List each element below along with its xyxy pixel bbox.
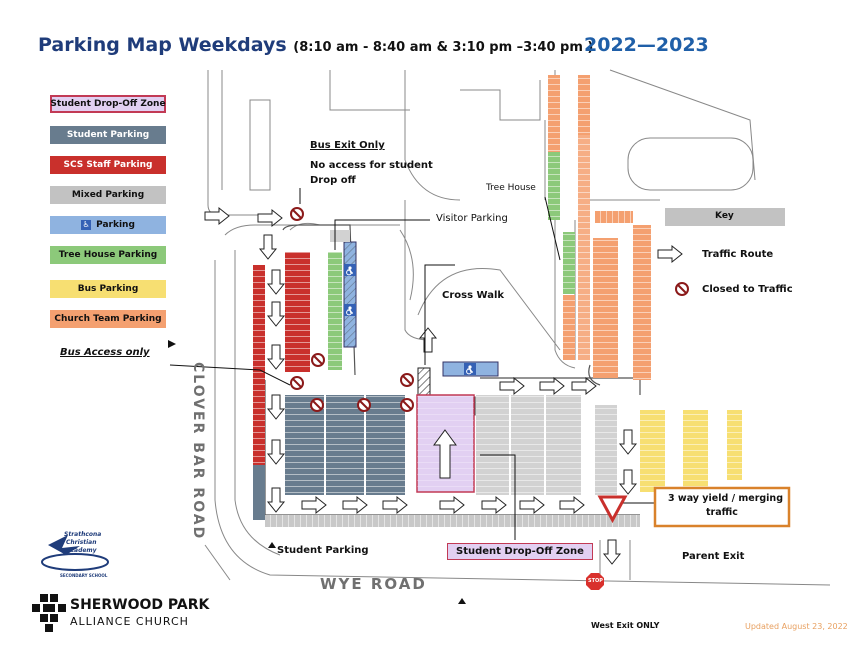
clover-bar-road-label: CLOVER BAR ROAD bbox=[190, 362, 206, 541]
arrow-icon bbox=[257, 209, 283, 227]
crosswalk-label: Cross Walk bbox=[442, 290, 505, 301]
closed-label: Closed to Traffic bbox=[702, 284, 793, 295]
accessible-icon bbox=[343, 263, 357, 277]
accessible-icon bbox=[463, 362, 477, 376]
scs-logo-text-2: Christian bbox=[66, 539, 97, 546]
no-entry-icon bbox=[311, 353, 325, 367]
school-year: 2022—2023 bbox=[584, 34, 709, 56]
no-access-label-2: Drop off bbox=[310, 175, 356, 186]
callout-lines bbox=[169, 188, 655, 540]
scs-logo bbox=[41, 535, 109, 571]
wye-road-label: WYE ROAD bbox=[320, 575, 427, 593]
arrow-icon bbox=[259, 234, 277, 260]
no-entry-icon bbox=[357, 398, 371, 412]
triangle-marker bbox=[268, 542, 276, 548]
arrow-icon bbox=[559, 496, 585, 514]
stop-sign-label: STOP bbox=[588, 578, 603, 584]
no-entry-icon bbox=[310, 398, 324, 412]
arrow-icon bbox=[519, 496, 545, 514]
yield-icon bbox=[597, 495, 628, 524]
arrow-icon bbox=[301, 496, 327, 514]
bus-exit-label: Bus Exit Only bbox=[310, 140, 385, 151]
bus-access-label: Bus Access only bbox=[60, 347, 150, 358]
scs-logo-text-4: SECONDARY SCHOOL bbox=[60, 573, 108, 578]
dove-icon bbox=[48, 535, 80, 555]
crosswalk-marking bbox=[417, 367, 431, 397]
student-parking-west bbox=[253, 465, 265, 520]
no-access-label-1: No access for student bbox=[310, 160, 433, 171]
yield-callout-box bbox=[653, 486, 791, 528]
yield-label-2: traffic bbox=[706, 507, 738, 518]
arrow-icon bbox=[267, 394, 285, 420]
arrow-icon bbox=[619, 429, 637, 455]
legend-accessible: ♿ Parking bbox=[50, 216, 166, 234]
arrow-icon bbox=[267, 344, 285, 370]
stop-icon bbox=[586, 573, 604, 590]
legend-mixed: Mixed Parking bbox=[50, 186, 166, 204]
visitor-parking-label: Visitor Parking bbox=[436, 213, 508, 224]
legend-dropoff: Student Drop-Off Zone bbox=[50, 95, 166, 113]
mixed-parking-top bbox=[330, 230, 350, 242]
church-logo bbox=[32, 594, 66, 632]
arrow-icon bbox=[267, 269, 285, 295]
closed-key-no-entry-icon bbox=[675, 282, 689, 296]
schedule-text: (8:10 am - 8:40 am & 3:10 pm –3:40 pm ) bbox=[293, 40, 594, 55]
legend-treehouse: Tree House Parking bbox=[50, 246, 166, 264]
triangle-marker bbox=[168, 340, 176, 348]
arrow-icon bbox=[267, 301, 285, 327]
title-text: Parking Map Weekdays bbox=[38, 34, 287, 56]
church-logo-text-1: SHERWOOD PARK bbox=[70, 597, 210, 613]
arrow-icon bbox=[267, 487, 285, 513]
no-entry-icon bbox=[290, 376, 304, 390]
no-entry-icon bbox=[400, 373, 414, 387]
church-logo-text-2: ALLIANCE CHURCH bbox=[70, 615, 189, 628]
arrow-icon bbox=[603, 539, 621, 565]
dropoff-arrow-icon bbox=[433, 429, 457, 479]
parent-exit-label: Parent Exit bbox=[682, 551, 745, 562]
arrow-icon bbox=[382, 496, 408, 514]
tree-house-label: Tree House bbox=[486, 183, 536, 193]
scs-logo-text-3: Academy bbox=[66, 547, 97, 554]
updated-label: Updated August 23, 2022 bbox=[745, 622, 848, 631]
arrow-icon bbox=[481, 496, 507, 514]
accessible-icon: ♿ bbox=[81, 220, 92, 230]
scs-logo-text-1: Strathcona bbox=[64, 531, 102, 538]
legend-bus: Bus Parking bbox=[50, 280, 166, 298]
key-box bbox=[665, 208, 785, 226]
cross-icon bbox=[43, 604, 55, 612]
west-exit-label: West Exit ONLY bbox=[591, 621, 660, 630]
arrow-icon bbox=[342, 496, 368, 514]
arrow-icon bbox=[619, 469, 637, 495]
accessible-icon bbox=[343, 303, 357, 317]
traffic-route-key-arrow-icon bbox=[657, 245, 683, 263]
arrow-icon bbox=[204, 207, 230, 225]
triangle-marker bbox=[458, 598, 466, 604]
yield-label-1: 3 way yield / merging bbox=[668, 493, 783, 504]
no-entry-icon bbox=[290, 207, 304, 221]
legend-accessible-label: Parking bbox=[96, 220, 135, 230]
arrow-icon bbox=[499, 377, 525, 395]
legend-staff: SCS Staff Parking bbox=[50, 156, 166, 174]
legend-church: Church Team Parking bbox=[50, 310, 166, 328]
key-label: Key bbox=[715, 211, 734, 221]
no-entry-icon bbox=[400, 398, 414, 412]
student-parking-label: Student Parking bbox=[277, 545, 369, 556]
traffic-route-label: Traffic Route bbox=[702, 249, 774, 260]
legend-student: Student Parking bbox=[50, 126, 166, 144]
arrow-icon bbox=[539, 377, 565, 395]
dropoff-zone-label: Student Drop-Off Zone bbox=[447, 543, 593, 560]
arrow-icon bbox=[267, 439, 285, 465]
page-title: Parking Map Weekdays (8:10 am - 8:40 am … bbox=[38, 34, 593, 56]
arrow-icon bbox=[439, 496, 465, 514]
